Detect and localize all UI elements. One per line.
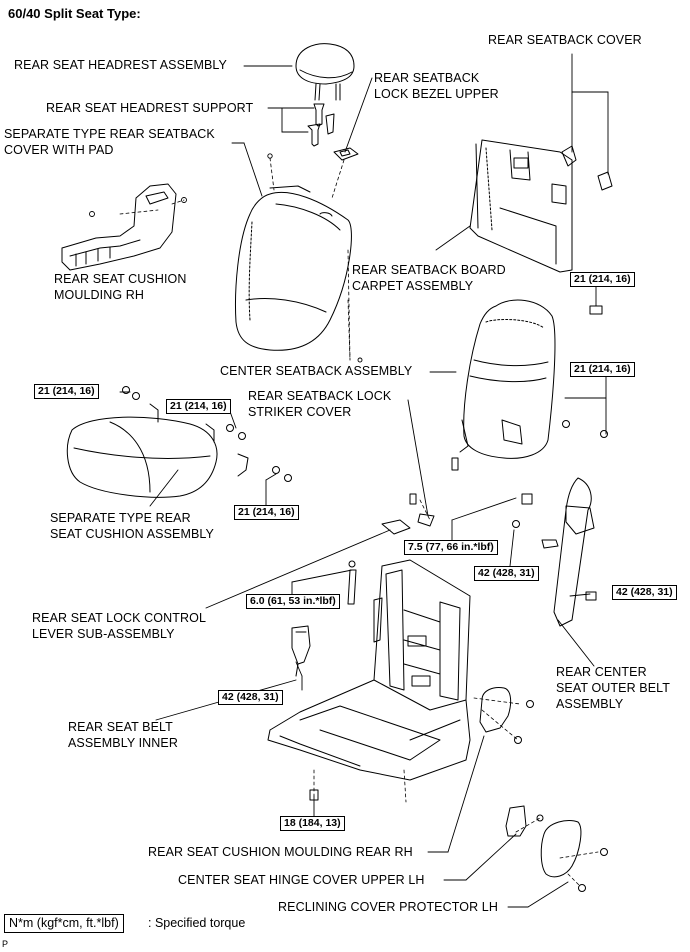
torque-box: 21 (214, 16) [34,384,99,399]
diagram-title: 60/40 Split Seat Type: [8,6,141,21]
seatback-cover-pad-drawing [235,185,352,351]
cushion-nuts [122,386,292,482]
label-belt-inner-line2: ASSEMBLY INNER [68,736,178,750]
label-center-seatback: CENTER SEATBACK ASSEMBLY [220,364,413,378]
label-hinge-cover: CENTER SEAT HINGE COVER UPPER LH [178,873,425,887]
hinge-cover-drawing [505,805,544,837]
label-cushion-moulding-line1: REAR SEAT CUSHION [54,272,187,286]
label-lock-lever-line1: REAR SEAT LOCK CONTROL [32,611,206,625]
label-center-belt-line3: ASSEMBLY [556,697,624,711]
frame-bolts [309,700,534,801]
striker-cover-drawing [417,513,435,527]
label-board-carpet-line2: CARPET ASSEMBLY [352,279,474,293]
torque-box: 21 (214, 16) [234,505,299,520]
label-reclining-cover: RECLINING COVER PROTECTOR LH [278,900,498,914]
footer-mark: P [2,939,9,949]
headrest-supports [307,103,335,147]
torque-box: 7.5 (77, 66 in.*lbf) [404,540,498,555]
label-board-carpet-line1: REAR SEATBACK BOARD [352,263,506,277]
leader-lines [119,53,609,908]
reclining-cover-drawing [540,820,608,892]
label-headrest-support: REAR SEAT HEADREST SUPPORT [46,101,254,115]
label-center-belt-line2: SEAT OUTER BELT [556,681,671,695]
headrest-drawing [295,43,355,101]
label-lock-lever-line2: LEVER SUB-ASSEMBLY [32,627,175,641]
label-separate-cushion-line1: SEPARATE TYPE REAR [50,511,191,525]
seatback-board-drawing [469,139,613,273]
center-seatback-drawing [459,299,556,459]
lock-bezel-drawing [333,147,359,161]
seat-cushion-drawing [66,403,249,498]
torque-box: 21 (214, 16) [166,399,231,414]
label-lock-bezel-line1: REAR SEATBACK [374,71,480,85]
small-bolts [89,153,363,363]
torque-box: 21 (214, 16) [570,362,635,377]
label-lock-bezel-line2: LOCK BEZEL UPPER [374,87,499,101]
label-seatback-cover: REAR SEATBACK COVER [488,33,642,47]
outer-belt-drawing [512,477,597,627]
torque-box: 42 (428, 31) [612,585,677,600]
label-center-belt-line1: REAR CENTER [556,665,647,679]
label-striker-cover-line1: REAR SEATBACK LOCK [248,389,392,403]
label-moulding-rear: REAR SEAT CUSHION MOULDING REAR RH [148,845,413,859]
legend-text: : Specified torque [148,916,246,930]
label-striker-cover-line2: STRIKER COVER [248,405,352,419]
label-cushion-moulding-line2: MOULDING RH [54,288,144,302]
label-separate-cover-line1: SEPARATE TYPE REAR SEATBACK [4,127,215,141]
label-separate-cushion-line2: SEAT CUSHION ASSEMBLY [50,527,214,541]
legend-unit-box: N*m (kgf*cm, ft.*lbf) [4,914,124,933]
torque-box: 42 (428, 31) [474,566,539,581]
cushion-moulding-drawing [61,183,177,271]
moulding-rear-drawing [479,687,512,733]
label-headrest-assembly: REAR SEAT HEADREST ASSEMBLY [14,58,227,72]
seatback-bolts [451,305,608,471]
label-belt-inner-line1: REAR SEAT BELT [68,720,173,734]
torque-box: 18 (184, 13) [280,816,345,831]
torque-box: 21 (214, 16) [570,272,635,287]
torque-box: 6.0 (61, 53 in.*lbf) [246,594,340,609]
label-separate-cover-line2: COVER WITH PAD [4,143,114,157]
lock-lever-drawing [347,493,417,605]
seat-frame-drawing [267,559,471,781]
belt-inner-drawing [291,625,311,677]
torque-box: 42 (428, 31) [218,690,283,705]
